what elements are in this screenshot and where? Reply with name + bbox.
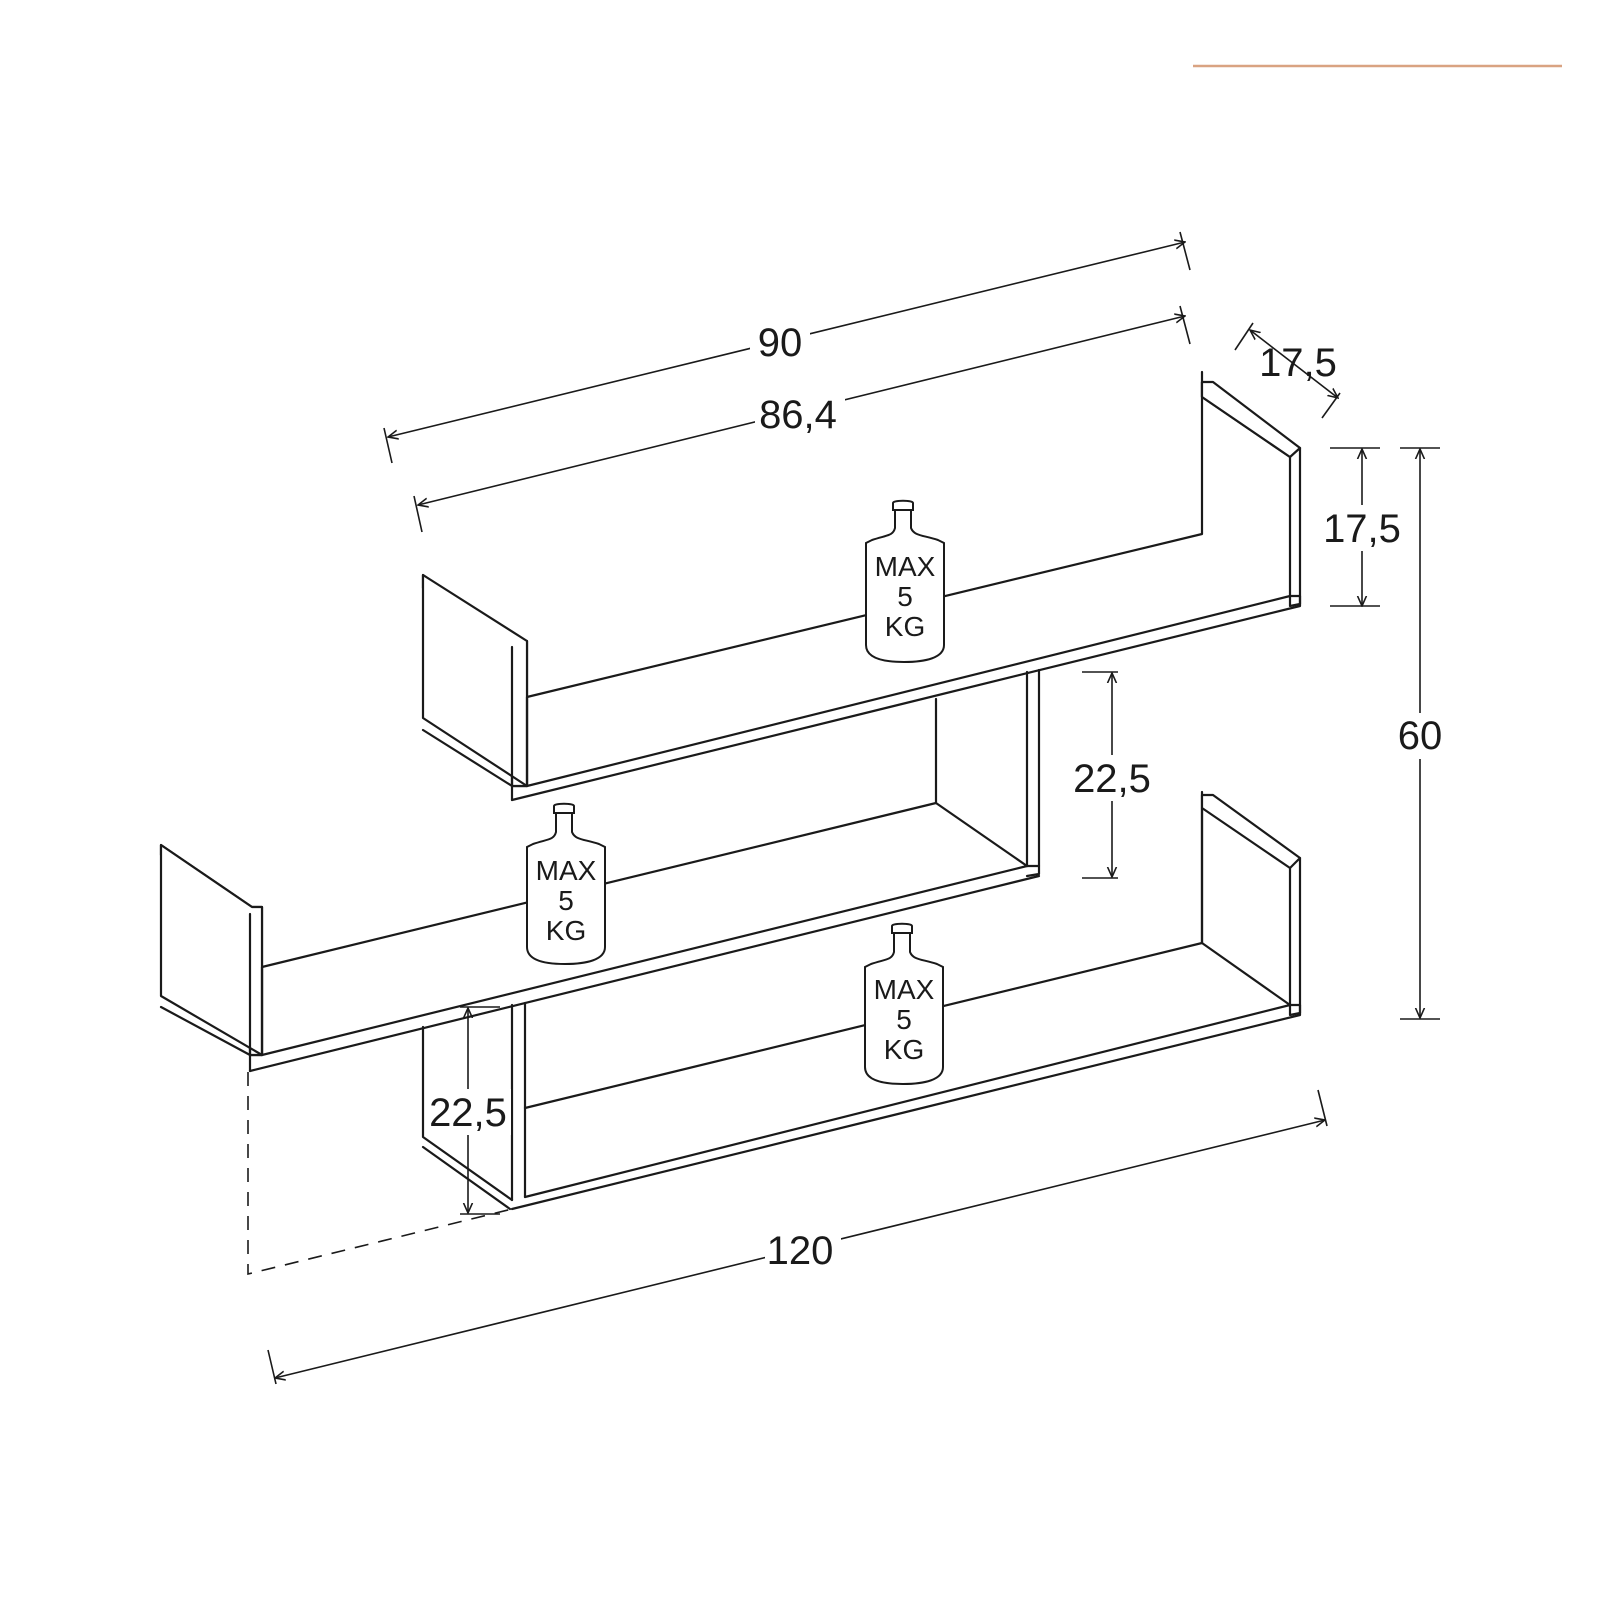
bottle-icon-bottom: MAX 5 KG bbox=[864, 922, 944, 1086]
dim-gap-lower-label: 22,5 bbox=[429, 1091, 507, 1135]
dim-gap-upper-label: 22,5 bbox=[1073, 757, 1151, 801]
dim-gap-upper: 22,5 bbox=[1070, 671, 1156, 879]
dim-86-4-label: 86,4 bbox=[759, 393, 837, 437]
bottle-middle-line3: KG bbox=[546, 915, 586, 946]
dim-total-height: 60 bbox=[1392, 447, 1448, 1020]
dim-side-height: 17,5 bbox=[1322, 447, 1402, 606]
bottle-top-line1: MAX bbox=[875, 551, 936, 582]
top-shelf bbox=[421, 370, 1302, 802]
middle-shelf bbox=[159, 801, 1041, 1073]
bottle-bottom-line3: KG bbox=[884, 1034, 924, 1065]
upper-connector bbox=[934, 668, 1041, 878]
bottle-icon-top: MAX 5 KG bbox=[865, 499, 945, 664]
dim-depth: 17,5 bbox=[1234, 322, 1341, 419]
bottle-top-line2: 5 bbox=[897, 581, 913, 612]
dim-depth-label: 17,5 bbox=[1259, 341, 1337, 385]
dim-gap-lower: 22,5 bbox=[425, 1006, 511, 1215]
bottle-bottom-line2: 5 bbox=[896, 1004, 912, 1035]
bottle-middle-line1: MAX bbox=[536, 855, 597, 886]
dim-side-height-label: 17,5 bbox=[1323, 507, 1401, 551]
bottle-bottom-line1: MAX bbox=[874, 974, 935, 1005]
dim-120-label: 120 bbox=[767, 1229, 834, 1273]
dim-total-height-label: 60 bbox=[1398, 714, 1443, 758]
bottle-middle-line2: 5 bbox=[558, 885, 574, 916]
dim-86-4: 86,4 bbox=[413, 305, 1191, 533]
bottle-top-line3: KG bbox=[885, 611, 925, 642]
dim-120: 120 bbox=[267, 1089, 1328, 1385]
dim-90-label: 90 bbox=[758, 321, 803, 365]
bottle-icon-middle: MAX 5 KG bbox=[526, 802, 606, 966]
hidden-edge bbox=[247, 1072, 513, 1276]
